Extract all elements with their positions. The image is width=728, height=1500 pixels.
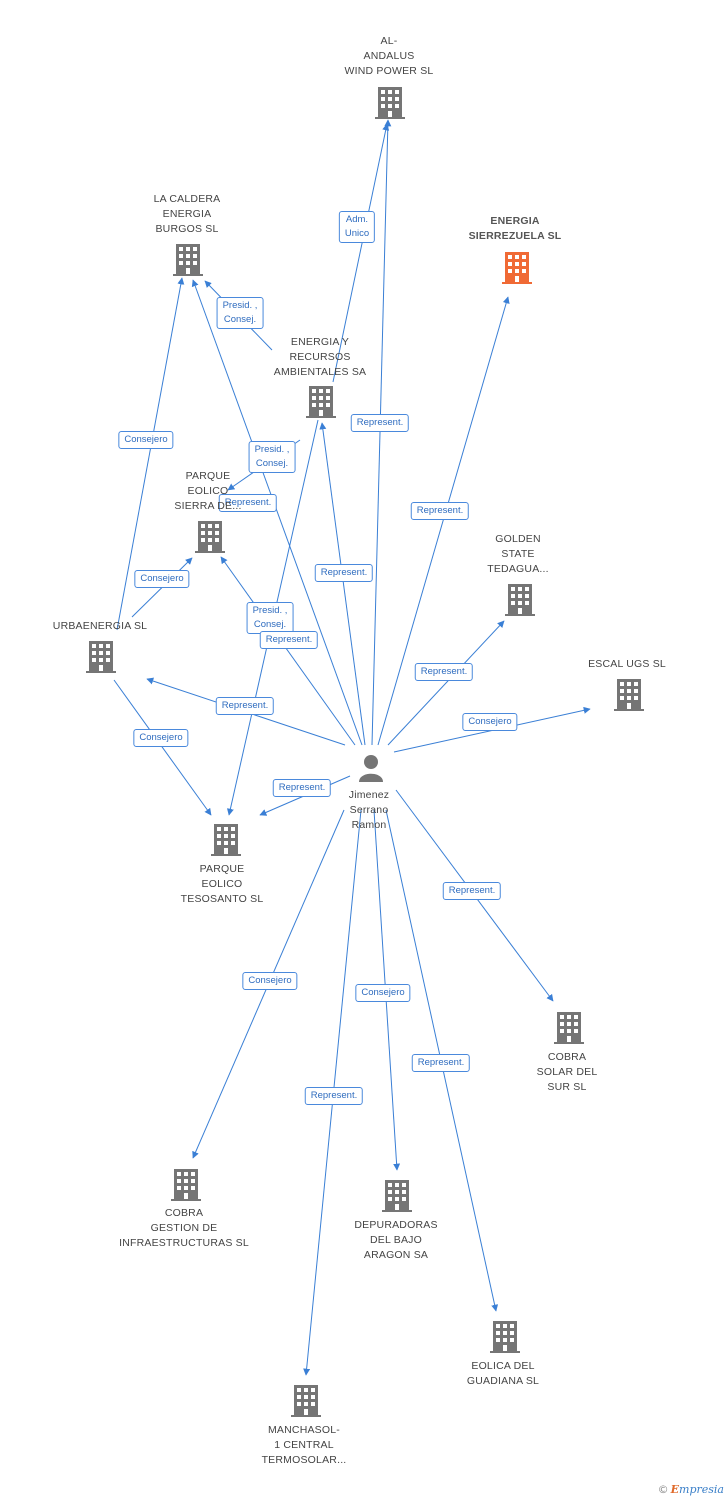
building-icon[interactable] bbox=[195, 521, 225, 553]
edge-label[interactable]: Represent. bbox=[272, 779, 332, 797]
node-label-escal-ugs[interactable]: ESCAL UGS SL bbox=[588, 658, 666, 670]
node-label-manchasol[interactable]: MANCHASOL- 1 CENTRAL TERMOSOLAR... bbox=[261, 1424, 347, 1466]
edge-label[interactable]: Presid. , Consej. bbox=[248, 441, 296, 473]
edge-label[interactable]: Consejero bbox=[355, 984, 411, 1002]
edge-label[interactable]: Consejero bbox=[134, 570, 190, 588]
building-icon[interactable] bbox=[291, 1385, 321, 1417]
node-label-la-caldera[interactable]: LA CALDERA ENERGIA BURGOS SL bbox=[153, 193, 221, 235]
edge-label[interactable]: Represent. bbox=[414, 663, 474, 681]
edge-urbaenergia-to-parque_tesosanto bbox=[113, 679, 212, 816]
node-label-energia-recursos[interactable]: ENERGIA Y RECURSOS AMBIENTALES SA bbox=[273, 336, 367, 378]
brand-name: mpresia bbox=[679, 1483, 724, 1496]
building-icon[interactable] bbox=[614, 679, 644, 711]
building-icon[interactable] bbox=[173, 244, 203, 276]
brand-initial: E bbox=[670, 1483, 680, 1496]
edge-person-to-parque_sierra bbox=[220, 556, 356, 746]
edge-label[interactable]: Represent. bbox=[350, 414, 410, 432]
edge-label[interactable]: Consejero bbox=[118, 431, 174, 449]
building-icon[interactable] bbox=[211, 824, 241, 856]
node-label-urbaenergia[interactable]: URBAENERGIA SL bbox=[52, 620, 148, 632]
edge-label[interactable]: Represent. bbox=[215, 697, 275, 715]
node-label-cobra-solar[interactable]: COBRA SOLAR DEL SUR SL bbox=[536, 1051, 598, 1093]
node-label-golden-state[interactable]: GOLDEN STATE TEDAGUA... bbox=[487, 533, 549, 575]
copyright-icon: © bbox=[657, 1483, 669, 1496]
edge-label[interactable]: Consejero bbox=[242, 972, 298, 990]
node-label-depuradoras[interactable]: DEPURADORAS DEL BAJO ARAGON SA bbox=[354, 1219, 438, 1261]
building-icon[interactable] bbox=[375, 87, 405, 119]
edge-label[interactable]: Represent. bbox=[259, 631, 319, 649]
edge-label[interactable]: Represent. bbox=[218, 494, 278, 512]
edge-label[interactable]: Consejero bbox=[462, 713, 518, 731]
building-icon[interactable] bbox=[490, 1321, 520, 1353]
node-label-eolica-guadiana[interactable]: EOLICA DEL GUADIANA SL bbox=[466, 1360, 540, 1387]
edge-person-to-sierrezuela bbox=[377, 296, 510, 746]
edge-label[interactable]: Adm. Unico bbox=[338, 211, 376, 243]
building-icon[interactable] bbox=[502, 252, 532, 284]
node-label-sierrezuela[interactable]: ENERGIA SIERREZUELA SL bbox=[468, 215, 562, 242]
edge-person-to-la_caldera bbox=[191, 279, 363, 746]
edge-label[interactable]: Represent. bbox=[410, 502, 470, 520]
building-icon[interactable] bbox=[86, 641, 116, 673]
edge-label[interactable]: Represent. bbox=[314, 564, 374, 582]
building-icon[interactable] bbox=[171, 1169, 201, 1201]
edge-label[interactable]: Consejero bbox=[133, 729, 189, 747]
edge-label[interactable]: Represent. bbox=[411, 1054, 471, 1072]
edge-person-to-al_andalus bbox=[371, 119, 392, 746]
building-icon[interactable] bbox=[554, 1012, 584, 1044]
node-label-person[interactable]: Jimenez Serrano Ramon bbox=[348, 789, 390, 831]
edge-label[interactable]: Represent. bbox=[442, 882, 502, 900]
empresia-watermark: ©Empresia bbox=[658, 1483, 724, 1496]
edge-label[interactable]: Presid. , Consej. bbox=[216, 297, 264, 329]
node-label-parque-tesosanto[interactable]: PARQUE EOLICO TESOSANTO SL bbox=[180, 863, 264, 905]
node-label-cobra-gestion[interactable]: COBRA GESTION DE INFRAESTRUCTURAS SL bbox=[119, 1207, 249, 1249]
building-icon[interactable] bbox=[306, 386, 336, 418]
person-icon[interactable] bbox=[359, 755, 383, 782]
edge-label[interactable]: Represent. bbox=[304, 1087, 364, 1105]
edge-person-to-golden_state bbox=[387, 620, 505, 746]
building-icon[interactable] bbox=[382, 1180, 412, 1212]
edge-energia_recursos-to-al_andalus bbox=[332, 123, 390, 383]
building-icon[interactable] bbox=[505, 584, 535, 616]
edge-urbaenergia-to-la_caldera bbox=[116, 277, 185, 631]
node-label-al-andalus[interactable]: AL- ANDALUS WIND POWER SL bbox=[344, 35, 434, 77]
edge-label[interactable]: Presid. , Consej. bbox=[246, 602, 294, 634]
node-label-parque-sierra[interactable]: PARQUE EOLICO SIERRA DE... bbox=[174, 470, 242, 512]
edge-person-to-energia_recursos bbox=[319, 422, 366, 746]
